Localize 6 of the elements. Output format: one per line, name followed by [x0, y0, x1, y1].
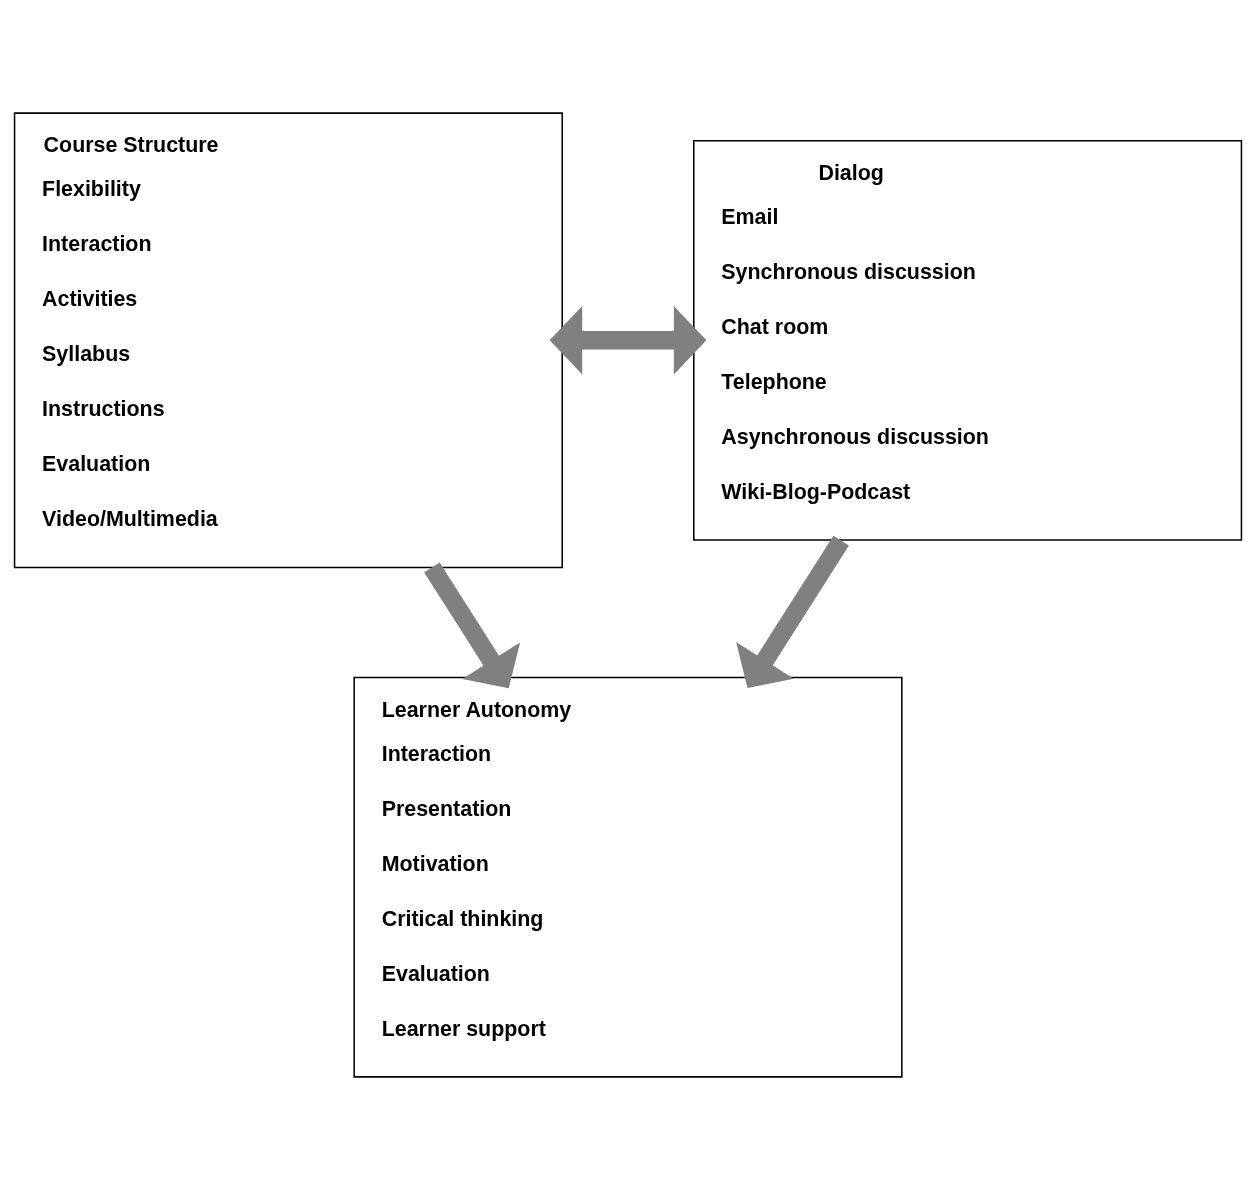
arrow [424, 562, 521, 689]
node-box: Dialog Email Synchronous discussion Chat room Telephone Asynchronous discussion Wiki-Blog-Podcast [693, 139, 1243, 541]
node-box: Learner Autonomy Interaction Presentation Motivation Critical thinking Evaluation Learner support [353, 676, 903, 1078]
arrow [736, 535, 849, 688]
arrow [549, 306, 707, 375]
node-box: Course Structure Flexibility Interaction Activities Syllabus Instructions Evaluation Video/Multimedia [13, 112, 563, 569]
